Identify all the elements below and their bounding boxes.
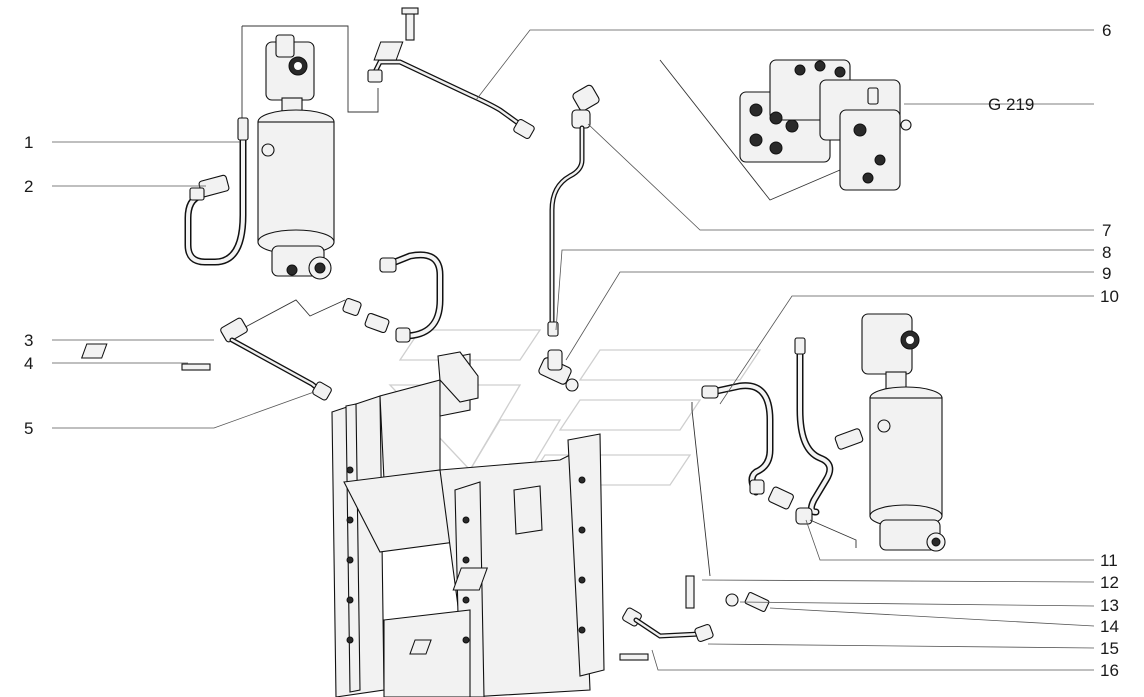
callout-16: 16	[1100, 661, 1119, 680]
vertical-pipe	[547, 84, 600, 337]
callout-4: 4	[24, 354, 33, 373]
callout-15: 15	[1100, 639, 1119, 658]
callout-14: 14	[1100, 617, 1119, 636]
center-hose	[342, 251, 444, 343]
left-pipe-assembly	[80, 299, 346, 401]
callout-5: 5	[24, 419, 33, 438]
tee-fitting	[538, 349, 579, 392]
callout-9: 9	[1102, 264, 1111, 283]
left-hydraulic-cylinder	[241, 25, 379, 280]
mounting-frame	[331, 351, 605, 697]
control-valve-block	[659, 59, 912, 201]
callout-12: 12	[1100, 573, 1119, 592]
callout-11: 11	[1100, 551, 1118, 570]
callout-13: 13	[1100, 596, 1119, 615]
callout-8: 8	[1102, 243, 1111, 262]
leader-lines	[52, 29, 1095, 671]
lower-right-fittings	[409, 567, 770, 661]
callout-1: 1	[24, 133, 33, 152]
callout-6: 6	[1102, 21, 1111, 40]
left-cylinder-hose	[184, 117, 249, 266]
callout-10: 10	[1100, 287, 1119, 306]
callout-2: 2	[24, 177, 33, 196]
right-hydraulic-cylinder	[861, 313, 946, 552]
right-cylinder-hose	[691, 337, 864, 577]
top-pipe-assembly	[367, 7, 535, 140]
callout-3: 3	[24, 331, 33, 350]
callout-g219: G 219	[988, 95, 1034, 114]
callout-labels: 1 2 3 4 5 6 G 219 7 8 9 10 11 12 13 14 1…	[24, 21, 1119, 680]
callout-7: 7	[1102, 221, 1111, 240]
